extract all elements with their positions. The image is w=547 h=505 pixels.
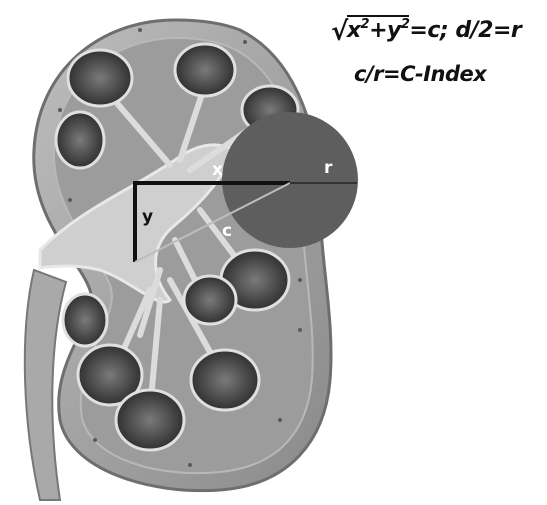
formula-c-index: c/r=C-Index [354, 62, 486, 86]
formula-x: x [347, 18, 361, 43]
label-r: r [324, 158, 333, 178]
formula-plus: + [369, 18, 387, 43]
formula-distance: √x2+y2=c; d/2=r [331, 14, 521, 44]
stone-circle [222, 112, 358, 248]
formula-rest: =c; d/2=r [409, 18, 521, 43]
radical-sign: √ [331, 17, 348, 47]
label-c: c [222, 221, 232, 241]
formula-y: y [387, 18, 401, 43]
formula-y-exponent: 2 [401, 17, 410, 32]
radicand: x2+y2 [347, 15, 410, 43]
label-y: y [142, 207, 153, 227]
formula-x-exponent: 2 [361, 17, 370, 32]
label-x: x [212, 160, 223, 180]
